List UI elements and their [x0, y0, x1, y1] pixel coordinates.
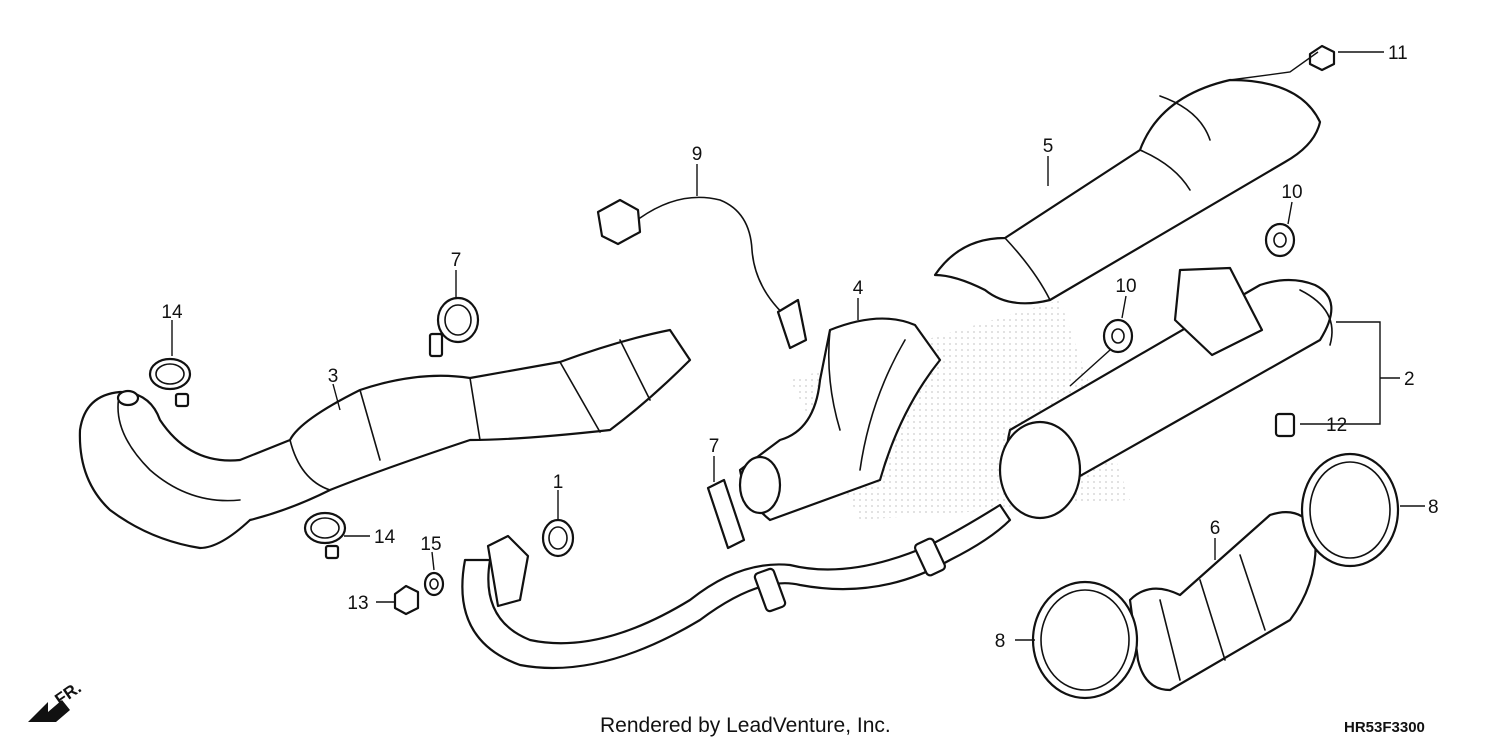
callout-4: 4 [853, 278, 864, 299]
part-exhaust-chamber [738, 317, 942, 522]
part-gasket [541, 518, 575, 558]
leader-lines [171, 51, 1425, 641]
part-grommet-lower [1102, 318, 1134, 354]
part-band-clamp-upper [148, 357, 192, 408]
part-grommet-upper [1264, 222, 1296, 258]
diagram-code: HR53F3300 [1344, 719, 1425, 736]
callout-9: 9 [692, 144, 703, 165]
part-exhaust-pipe [461, 503, 1012, 670]
callout-15: 15 [420, 534, 441, 555]
callout-5: 5 [1043, 136, 1054, 157]
callout-8-left: 8 [995, 631, 1006, 652]
part-heat-guard [1128, 511, 1317, 692]
part-band-clamp-lower [303, 511, 347, 560]
callout-11: 11 [1388, 43, 1408, 64]
part-muffler-protector [933, 78, 1322, 305]
part-washer [423, 571, 445, 597]
callout-8-right: 8 [1428, 497, 1439, 518]
front-direction-arrow-icon [28, 700, 70, 722]
part-bolt-muffler [1274, 412, 1296, 438]
render-credit: Rendered by LeadVenture, Inc. [600, 714, 891, 737]
callout-10-lower: 10 [1115, 276, 1136, 297]
part-joint-clamp-upper [428, 296, 480, 358]
callout-14-upper: 14 [161, 302, 183, 323]
part-nut [393, 584, 420, 616]
part-joint-clamp-lower [706, 478, 746, 550]
part-band-clamp-large-left [1031, 580, 1139, 700]
callout-7-upper: 7 [451, 250, 462, 271]
callout-6: 6 [1210, 518, 1221, 539]
callout-2: 2 [1404, 369, 1415, 390]
callout-10-upper: 10 [1281, 182, 1302, 203]
callout-7-lower: 7 [709, 436, 720, 457]
callout-14-lower: 14 [374, 527, 396, 548]
callout-12: 12 [1326, 415, 1347, 436]
callout-13: 13 [347, 593, 368, 614]
part-muffler [998, 266, 1333, 520]
callout-1: 1 [553, 472, 564, 493]
part-screw [1308, 44, 1336, 72]
part-oxygen-sensor [596, 196, 808, 350]
part-front-exhaust-pipe [78, 328, 692, 550]
callout-3: 3 [328, 366, 339, 387]
part-band-clamp-large-right [1300, 452, 1400, 568]
front-indicator-label: FR. [51, 678, 84, 709]
